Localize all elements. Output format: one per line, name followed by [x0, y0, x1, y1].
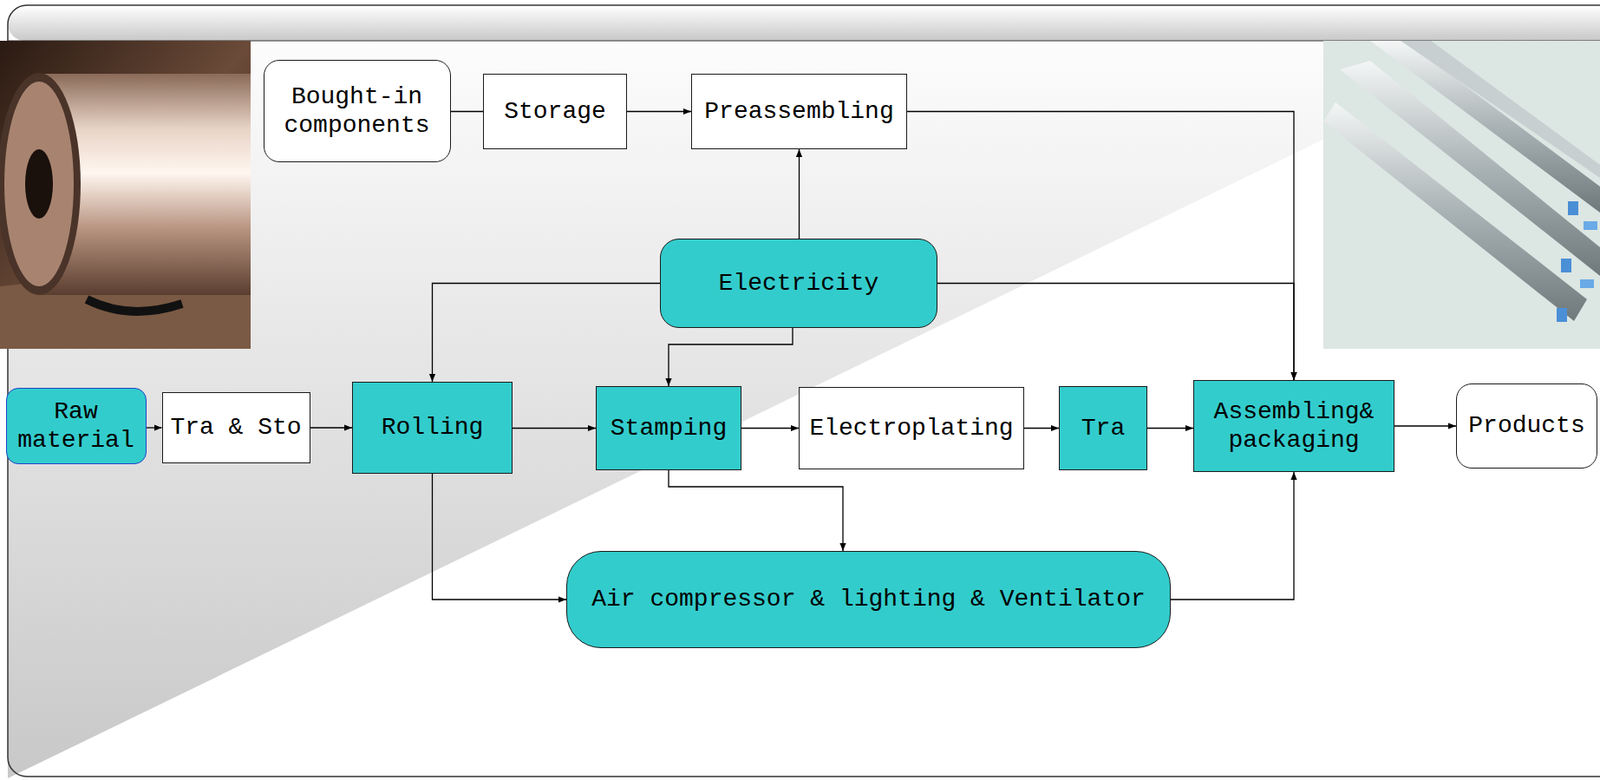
connector	[668, 470, 843, 551]
connector	[937, 283, 1294, 381]
connector	[1147, 427, 1194, 429]
process-box: Assembling& packaging	[1193, 379, 1395, 472]
node-label: Rolling	[381, 412, 484, 442]
node-label: Electroplating	[809, 413, 1013, 443]
process-box: Storage	[483, 73, 627, 150]
node-label: Storage	[503, 97, 607, 126]
process-box: Stamping	[595, 385, 742, 471]
connector	[450, 111, 484, 112]
process-box: Electroplating	[798, 386, 1025, 470]
connector	[432, 283, 661, 383]
connector	[512, 427, 596, 429]
process-box: Rolling	[352, 381, 513, 474]
connector	[310, 426, 353, 428]
process-box: Preassembling	[691, 73, 908, 150]
node-label: Tra & Sto	[169, 412, 301, 442]
connector	[1394, 424, 1457, 426]
node-label: Stamping	[610, 413, 727, 443]
process-box: Tra	[1058, 385, 1148, 471]
connector	[1024, 427, 1059, 429]
connector	[668, 327, 793, 386]
node-label: Bought-in components	[271, 82, 444, 140]
component-box: Bought-in components	[263, 59, 451, 163]
process-box: Tra & Sto	[162, 391, 311, 464]
node-label: Air compressor & lighting & Ventilator	[591, 584, 1146, 614]
node-label: Products	[1468, 411, 1585, 440]
connector	[146, 426, 163, 428]
energy-box: Electricity	[659, 238, 938, 328]
utility-box: Air compressor & lighting & Ventilator	[566, 550, 1171, 648]
connector	[907, 111, 1294, 381]
node-label: Assembling& packaging	[1201, 397, 1387, 455]
drawer-slides-photo	[1323, 40, 1600, 349]
connector	[432, 473, 568, 600]
output-box: Products	[1456, 383, 1598, 469]
node-label: Tra	[1081, 413, 1125, 443]
input-box: Raw material	[6, 387, 147, 464]
connector	[626, 111, 692, 112]
connector	[798, 149, 800, 239]
node-label: Preassembling	[704, 97, 894, 126]
steel-coil-photo	[0, 40, 251, 349]
connector	[1170, 471, 1294, 600]
connector	[741, 427, 799, 429]
node-label: Electricity	[718, 268, 880, 298]
node-label: Raw material	[13, 397, 139, 455]
